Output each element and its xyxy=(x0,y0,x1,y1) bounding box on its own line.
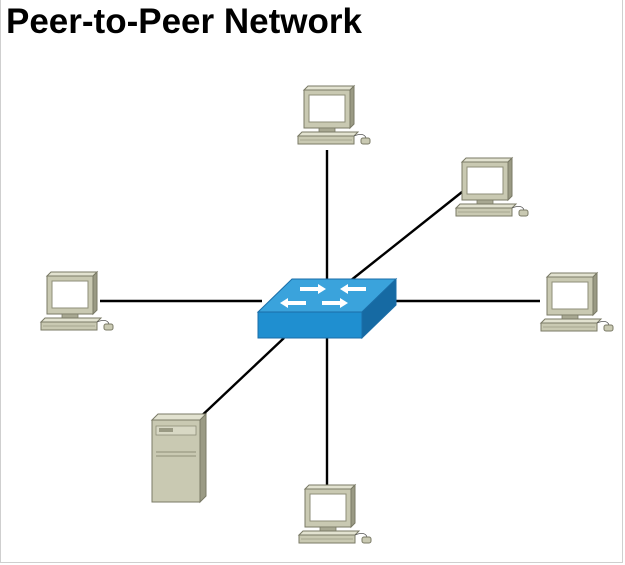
tower-server-icon xyxy=(150,412,208,504)
workstation-upper-right-icon xyxy=(455,157,529,217)
link-upper-right-pc xyxy=(344,191,463,286)
workstation-right-icon xyxy=(540,272,614,332)
workstation-bottom-icon xyxy=(298,484,372,544)
network-switch-icon xyxy=(256,277,398,340)
link-server xyxy=(194,337,285,423)
diagram-title: Peer-to-Peer Network xyxy=(6,2,362,41)
network-links xyxy=(100,150,540,486)
workstation-top-icon xyxy=(297,85,371,145)
